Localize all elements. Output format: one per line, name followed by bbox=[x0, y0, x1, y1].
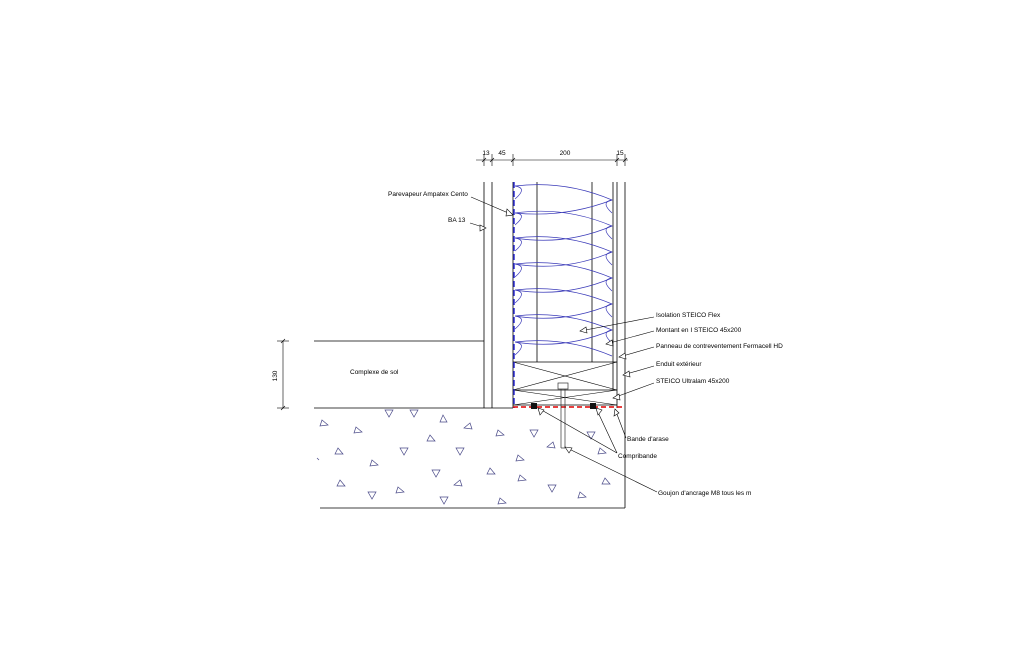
leader-lines bbox=[469, 196, 658, 493]
label-ba13: BA 13 bbox=[448, 217, 466, 224]
label-panneau: Panneau de contreventement Fermacell HD bbox=[656, 343, 783, 350]
concrete-aggregate bbox=[316, 409, 611, 505]
insulation-pattern bbox=[514, 184, 613, 357]
label-montant: Montant en I STEICO 45x200 bbox=[656, 327, 742, 334]
dim-45: 45 bbox=[498, 150, 506, 157]
anchor-bolt bbox=[557, 382, 569, 449]
dim-13: 13 bbox=[482, 150, 490, 157]
dim-15: 15 bbox=[616, 150, 624, 157]
top-dimension-chain bbox=[476, 154, 628, 166]
dim-200: 200 bbox=[560, 150, 571, 157]
compriband-left bbox=[531, 403, 537, 409]
label-goujon: Goujon d'ancrage M8 tous les m bbox=[658, 490, 751, 497]
compriband-right bbox=[590, 403, 596, 409]
label-compriband: Compribande bbox=[618, 453, 657, 460]
label-ultralam: STEICO Ultralam 45x200 bbox=[656, 378, 730, 385]
dim-130: 130 bbox=[272, 370, 279, 381]
label-enduit: Enduit extérieur bbox=[656, 361, 702, 368]
wall-layers bbox=[483, 182, 626, 408]
concrete-slab bbox=[314, 407, 626, 509]
label-bande-arase: Bande d'arase bbox=[627, 436, 669, 443]
leader-arrowheads bbox=[479, 208, 631, 454]
label-isolation: Isolation STEICO Flex bbox=[656, 312, 721, 319]
label-parevapeur: Parevapeur Ampatex Cento bbox=[388, 191, 468, 198]
label-complexe-sol: Complexe de sol bbox=[350, 369, 399, 376]
vertical-dimension bbox=[277, 338, 289, 411]
